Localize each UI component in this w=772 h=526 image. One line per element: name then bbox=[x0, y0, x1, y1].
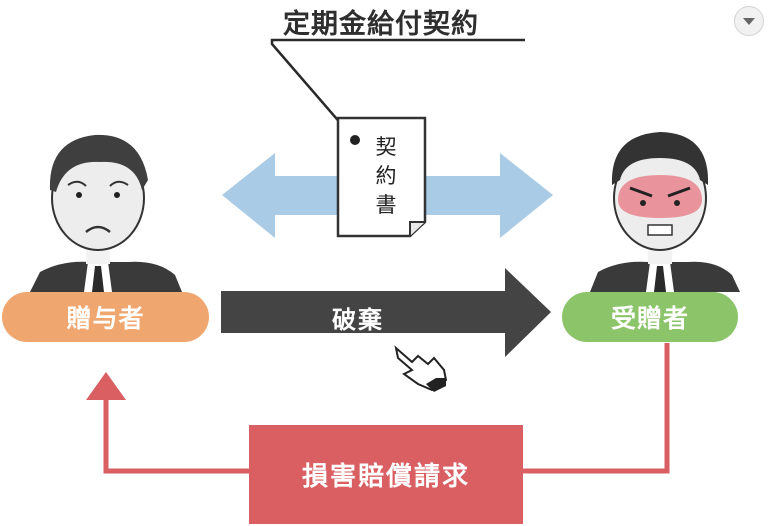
receiver-label: 受贈者 bbox=[562, 292, 738, 342]
claim-flow-lines bbox=[86, 343, 670, 474]
giver-person-illustration bbox=[30, 134, 182, 292]
breach-arrow bbox=[221, 268, 551, 357]
title-leader-line bbox=[270, 38, 525, 141]
receiver-person-illustration bbox=[590, 132, 740, 292]
chevron-down-icon bbox=[743, 18, 755, 25]
document-label: 契約書 bbox=[375, 135, 397, 217]
document-icon bbox=[336, 116, 427, 238]
damages-claim-box: 損害賠償請求 bbox=[249, 425, 523, 524]
receiver-label-text: 受贈者 bbox=[610, 304, 689, 333]
breach-label: 破棄 bbox=[332, 306, 384, 334]
claim-arrowhead bbox=[86, 372, 126, 400]
giver-label-text: 贈与者 bbox=[66, 304, 145, 333]
dropdown-button[interactable] bbox=[734, 6, 764, 36]
giver-label: 贈与者 bbox=[2, 292, 209, 342]
hand-pointer-icon bbox=[394, 345, 448, 392]
contract-title: 定期金給付契約 bbox=[283, 9, 479, 40]
damages-claim-text: 損害賠償請求 bbox=[301, 462, 470, 492]
